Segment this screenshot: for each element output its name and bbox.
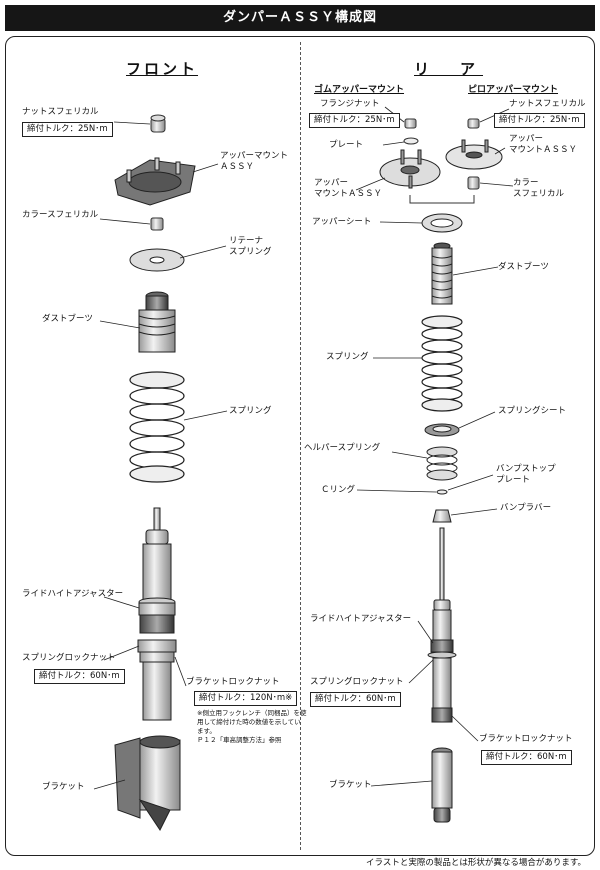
front-spring-lock-nut-label: スプリングロックナット [22,653,116,663]
rear-spring-seat [424,423,460,437]
front-nut-torque-box: 締付トルク：25N･m [22,122,113,137]
section-divider [300,42,301,850]
front-retainer-spring-label: リテーナ スプリング [229,236,272,257]
rear-title: リ ア [414,60,484,78]
rear-c-ring-label: Ｃリング [321,485,356,495]
rear-dust-boot-label: ダストブーツ [498,262,549,272]
rear-rubber-upper-mount-label: アッパー マウントＡＳＳＹ [314,178,383,199]
front-upper-mount-label: アッパーマウント ＡＳＳＹ [220,151,289,172]
front-dust-boot [138,291,176,353]
front-spring-label: スプリング [229,406,272,416]
front-bracket-torque-box: 締付トルク：120N･m※ [194,691,298,706]
rear-flange-nut [404,118,417,129]
front-bracket-label: ブラケット [42,782,85,792]
leader-lines [93,106,514,790]
rear-lock-torque-box: 締付トルク：60N･m [310,692,401,707]
rear-bracket-label: ブラケット [329,780,372,790]
front-nut-spherical [150,114,166,133]
front-retainer-spring [129,248,185,272]
rear-pillow-upper-title: ピロアッパーマウント [468,85,559,95]
rear-upper-seat-label: アッパーシート [312,217,372,227]
rear-pillow-nut [467,118,480,129]
front-title: フロント [126,60,199,78]
rear-rubber-upper-title: ゴムアッパーマウント [314,85,405,95]
rear-bump-rubber-label: バンプラバー [500,503,552,513]
rear-pillow-upper-mount [445,139,503,170]
front-upper-mount [114,157,196,206]
front-nut-spherical-label: ナットスフェリカル [22,107,99,117]
footer-note: イラストと実際の製品とは形状が異なる場合があります。 [366,858,586,868]
rear-rubber-upper-mount [379,149,441,189]
rear-upper-bracket-line [409,195,475,204]
front-torque-note: ※側立用フックレンチ（同梱品）を使用して締付けた時の数値を示しています。 Ｐ１２… [197,709,307,744]
rear-dust-boot [431,242,453,305]
rear-pillow-nut-torque-box: 締付トルク：25N･m [494,113,585,128]
rear-bracket-torque-box: 締付トルク：60N･m [481,750,572,765]
rear-spring-lock-nut-label: スプリングロックナット [310,677,404,687]
front-dust-boot-label: ダストブーツ [42,314,93,324]
rear-bump-rubber [432,509,452,523]
rear-collar-spherical-label: カラー スフェリカル [513,178,565,199]
front-bracket-lock-nut-label: ブラケットロックナット [186,677,280,687]
rear-flange-torque-box: 締付トルク：25N･m [309,113,400,128]
rear-spring-label: スプリング [326,352,369,362]
front-collar-spherical [150,217,164,231]
rear-pillow-nut-label: ナットスフェリカル [509,99,586,109]
front-damper-body [137,507,177,721]
front-collar-spherical-label: カラースフェリカル [22,210,99,220]
rear-plate [403,137,419,145]
rear-bump-stop-plate [436,489,448,495]
page-header: ダンパーＡＳＳＹ構成図 [5,5,595,31]
rear-collar-spherical [467,176,480,190]
rear-spring [421,315,463,412]
rear-spring-seat-label: スプリングシート [498,406,567,416]
rear-pillow-upper-mount-label: アッパー マウントＡＳＳＹ [509,134,578,155]
rear-helper-spring [426,446,458,481]
rear-flange-nut-label: フランジナット [320,99,380,109]
front-spring [129,371,185,483]
rear-upper-seat [421,213,463,233]
rear-helper-spring-label: ヘルパースプリング [304,443,381,453]
rear-plate-label: プレート [329,140,364,150]
rear-damper-body [427,527,457,723]
front-ride-height-label: ライドハイトアジャスター [22,589,124,599]
rear-bracket [431,747,453,823]
rear-bracket-lock-nut-label: ブラケットロックナット [479,734,573,744]
rear-bump-stop-plate-label: バンプストップ プレート [496,464,556,485]
diagram-frame [5,36,595,856]
front-lock-torque-box: 締付トルク：60N･m [34,669,125,684]
rear-ride-height-label: ライドハイトアジャスター [310,614,412,624]
front-bracket [114,735,181,831]
